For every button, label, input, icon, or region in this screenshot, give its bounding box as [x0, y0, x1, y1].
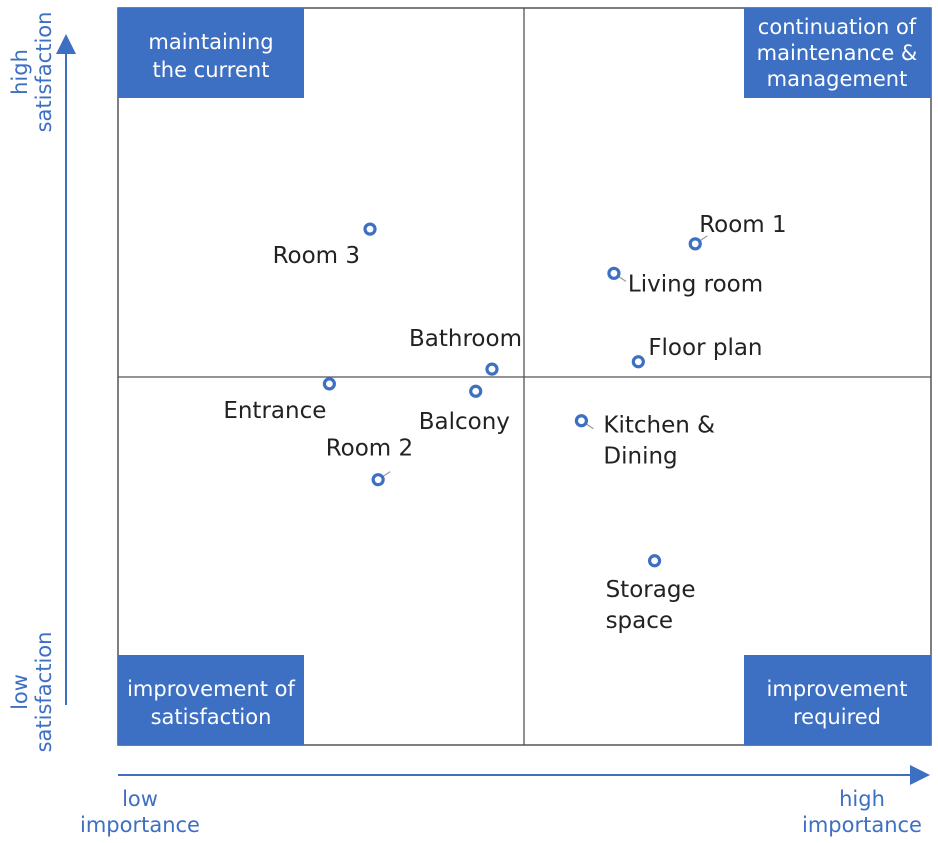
quadrant-top-right-line-1: continuation of	[758, 15, 917, 39]
x-axis-low-label-line-1: low	[122, 787, 158, 811]
point-marker	[469, 384, 483, 398]
y-axis-low-label-line-1: low	[8, 674, 32, 710]
y-axis-high-label-line-1: high	[8, 49, 32, 95]
point-marker	[631, 355, 645, 369]
point-label: Room 2	[326, 436, 413, 462]
point-label: Room 1	[699, 212, 786, 238]
x-axis-low-label-line-2: importance	[80, 813, 200, 837]
point-marker	[647, 554, 662, 568]
point-label: Living room	[628, 271, 763, 297]
quadrant-bottom-left: improvement of satisfaction	[118, 655, 304, 745]
y-axis-low-label-line-2: satisfaction	[32, 632, 56, 753]
point-marker	[322, 377, 336, 391]
point-storage-space: Storage space	[606, 554, 696, 634]
point-label: Balcony	[419, 409, 510, 435]
quadrant-bottom-left-line-1: improvement of	[127, 677, 295, 701]
point-bathroom: Bathroom	[409, 326, 522, 376]
point-floor-plan: Floor plan	[631, 335, 763, 369]
point-marker	[688, 237, 702, 251]
svg-text:maintaining: maintaining	[148, 30, 273, 54]
quadrant-top-right-line-2: maintenance &	[757, 41, 918, 65]
point-room-1: Room 1	[688, 212, 787, 251]
point-entrance: Entrance	[223, 377, 336, 424]
point-label: Room 3	[273, 243, 360, 269]
svg-text:maintenance &: maintenance &	[757, 41, 918, 65]
quadrant-top-left-line-2: the current	[153, 58, 270, 82]
quadrant-bottom-right-line-1: improvement	[767, 677, 908, 701]
point-label: Floor plan	[648, 335, 762, 361]
quadrant-bottom-right-line-2: required	[793, 705, 881, 729]
point-label: Dining	[603, 444, 677, 470]
svg-text:improvement of: improvement of	[127, 677, 295, 701]
point-label: space	[606, 608, 673, 634]
point-marker	[485, 362, 499, 376]
point-living-room: Living room	[607, 266, 763, 297]
point-marker	[574, 414, 589, 428]
quadrant-top-right-line-3: management	[767, 67, 908, 91]
point-room-3: Room 3	[273, 222, 377, 269]
quadrant-top-left: maintaining the current	[118, 8, 304, 98]
quadrant-bottom-left-line-2: satisfaction	[151, 705, 272, 729]
svg-text:required: required	[793, 705, 881, 729]
point-label: Storage	[606, 577, 696, 603]
quadrant-top-right: continuation of maintenance & management	[744, 8, 931, 98]
svg-text:management: management	[767, 67, 908, 91]
svg-text:satisfaction: satisfaction	[151, 705, 272, 729]
point-marker	[607, 266, 621, 280]
point-marker	[363, 222, 377, 236]
point-room-2: Room 2	[326, 436, 413, 487]
quadrant-bottom-right: improvement required	[744, 655, 931, 745]
x-axis-high-label-line-1: high	[839, 787, 885, 811]
svg-text:continuation of: continuation of	[758, 15, 917, 39]
point-label: Entrance	[223, 398, 326, 424]
quadrant-top-left-line-1: maintaining	[148, 30, 273, 54]
point-label: Kitchen &	[603, 413, 715, 439]
point-label: Bathroom	[409, 326, 522, 352]
y-axis-high-label-line-2: satisfaction	[32, 12, 56, 133]
point-marker	[371, 473, 385, 487]
x-axis-high-label-line-2: importance	[802, 813, 922, 837]
data-points: Room 1 Living room Room 3 Floor plan Bathroo…	[223, 212, 786, 634]
point-balcony: Balcony	[419, 384, 510, 435]
svg-text:improvement: improvement	[767, 677, 908, 701]
point-kitchen-dining: Kitchen & Dining	[574, 413, 715, 470]
svg-text:the current: the current	[153, 58, 270, 82]
